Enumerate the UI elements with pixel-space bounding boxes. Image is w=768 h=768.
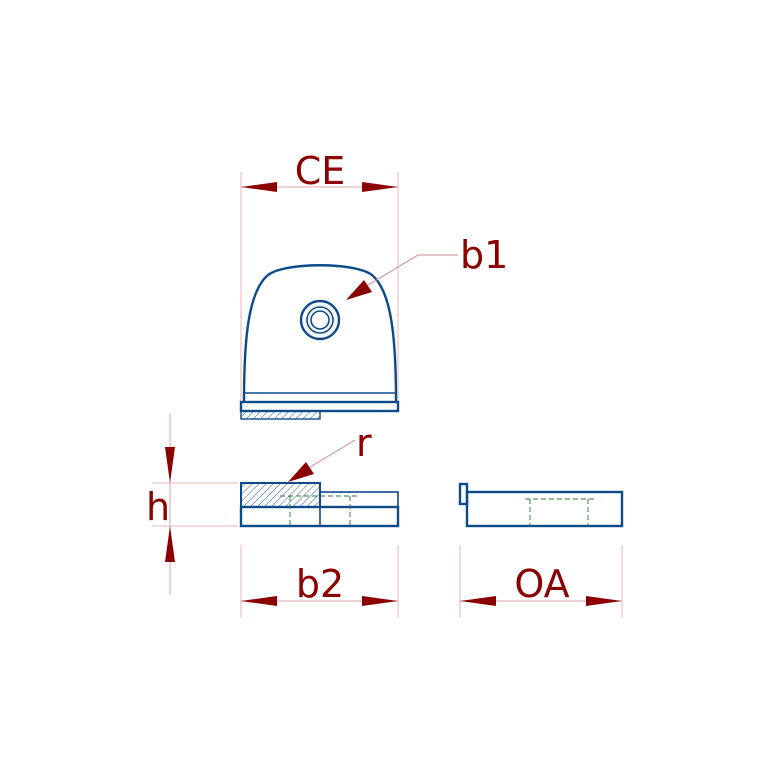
b1-arrow xyxy=(346,280,372,300)
side-view: OA xyxy=(458,482,624,618)
side-plate xyxy=(465,490,624,528)
bore-inner-circle xyxy=(306,306,334,334)
b1-label: b1 xyxy=(460,233,508,277)
b2-label: b2 xyxy=(296,562,344,606)
b2-arrow-left xyxy=(241,596,277,606)
bracket-eye-outline xyxy=(242,264,398,403)
bracket-base-plate xyxy=(239,400,400,413)
bore-pin-circle xyxy=(310,310,330,330)
oa-arrow-right xyxy=(586,596,622,606)
b1-leader-line xyxy=(349,254,458,297)
b2-arrow-right xyxy=(362,596,398,606)
oa-arrow-left xyxy=(460,596,496,606)
front-hatch-block xyxy=(240,482,321,508)
front-plate-upper xyxy=(319,491,399,508)
h-arrow-top xyxy=(165,447,175,483)
ce-arrow-left xyxy=(241,182,277,192)
ce-label: CE xyxy=(295,149,346,193)
r-label: r xyxy=(356,421,372,465)
ce-arrow-right xyxy=(362,182,398,192)
oa-label: OA xyxy=(514,562,569,606)
bore-outer-circle xyxy=(299,299,341,341)
h-arrow-bottom xyxy=(165,526,175,562)
h-label: h xyxy=(146,485,170,529)
front-view: h r b2 xyxy=(146,414,400,618)
r-arrow xyxy=(288,462,314,482)
base-weld-hatch xyxy=(240,410,321,420)
side-small-tab xyxy=(458,482,469,506)
top-view: CE b1 xyxy=(239,149,508,420)
